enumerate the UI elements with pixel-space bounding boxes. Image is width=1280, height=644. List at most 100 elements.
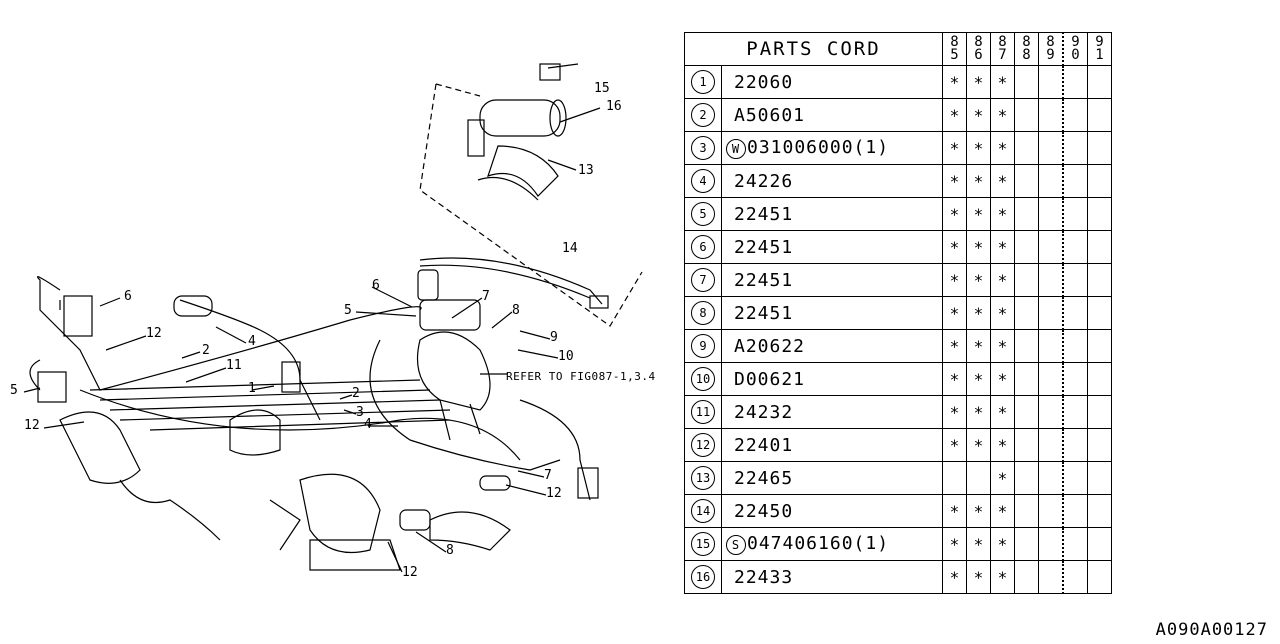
part-code-cell: D00621 <box>721 362 943 396</box>
applicability-empty <box>1014 197 1039 231</box>
part-code-cell: 24232 <box>721 395 943 429</box>
part-code-cell: A20622 <box>721 329 943 363</box>
callout-6: 6 <box>124 289 132 304</box>
applicability-mark: * <box>966 428 991 462</box>
applicability-empty <box>1038 461 1064 495</box>
ref-number: 5 <box>691 202 715 226</box>
part-prefix: W <box>726 139 746 159</box>
part-code-cell: 22451 <box>721 230 943 264</box>
ref-number: 3 <box>691 136 715 160</box>
applicability-mark: * <box>942 131 967 165</box>
applicability-empty <box>1062 263 1088 297</box>
applicability-empty <box>1014 98 1039 132</box>
applicability-mark: * <box>942 560 967 594</box>
callout-6: 6 <box>372 278 380 293</box>
applicability-empty <box>1014 263 1039 297</box>
applicability-mark: * <box>966 65 991 99</box>
applicability-mark: * <box>966 164 991 198</box>
applicability-mark: * <box>942 296 967 330</box>
applicability-empty <box>1014 362 1039 396</box>
part-code: 22451 <box>734 236 794 258</box>
year-digit: 8 <box>950 34 959 50</box>
applicability-empty <box>1087 263 1112 297</box>
diagram-drawing <box>23 63 643 573</box>
applicability-empty <box>1087 131 1112 165</box>
applicability-empty <box>1038 296 1064 330</box>
ref-number-cell: 4 <box>684 164 722 198</box>
applicability-mark: * <box>966 395 991 429</box>
applicability-empty <box>1062 164 1088 198</box>
applicability-mark: * <box>990 560 1015 594</box>
applicability-empty <box>1062 197 1088 231</box>
applicability-empty <box>1062 230 1088 264</box>
ref-number-cell: 1 <box>684 65 722 99</box>
part-code: 22401 <box>734 434 794 456</box>
applicability-mark: * <box>990 98 1015 132</box>
applicability-empty <box>1038 527 1064 561</box>
year-digit: 9 <box>1071 34 1080 50</box>
applicability-empty <box>1038 494 1064 528</box>
applicability-empty <box>1038 197 1064 231</box>
callout-4: 4 <box>248 334 256 349</box>
applicability-empty <box>1087 494 1112 528</box>
callout-12: 12 <box>146 326 162 341</box>
year-digit: 8 <box>974 34 983 50</box>
applicability-mark: * <box>990 164 1015 198</box>
ref-number-cell: 8 <box>684 296 722 330</box>
applicability-mark: * <box>990 263 1015 297</box>
applicability-mark: * <box>990 131 1015 165</box>
callout-12: 12 <box>402 565 418 580</box>
part-code-cell: 24226 <box>721 164 943 198</box>
applicability-empty <box>1062 65 1088 99</box>
applicability-empty <box>1062 494 1088 528</box>
applicability-mark: * <box>990 395 1015 429</box>
applicability-empty <box>1062 98 1088 132</box>
applicability-empty <box>1087 98 1112 132</box>
applicability-empty <box>1062 428 1088 462</box>
applicability-mark: * <box>966 131 991 165</box>
ref-number: 4 <box>691 169 715 193</box>
applicability-empty <box>1038 263 1064 297</box>
year-digit: 9 <box>1046 47 1055 63</box>
applicability-empty <box>942 461 967 495</box>
part-code: 24226 <box>734 170 794 192</box>
callout-14: 14 <box>562 241 578 256</box>
applicability-mark: * <box>966 527 991 561</box>
part-code-cell: 22451 <box>721 263 943 297</box>
applicability-empty <box>1087 164 1112 198</box>
applicability-empty <box>1014 395 1039 429</box>
ref-number: 11 <box>691 400 715 424</box>
part-code-cell: 22451 <box>721 197 943 231</box>
applicability-empty <box>1038 164 1064 198</box>
part-code: 22450 <box>734 500 794 522</box>
applicability-empty <box>1062 395 1088 429</box>
ref-number: 2 <box>691 103 715 127</box>
applicability-mark: * <box>942 263 967 297</box>
ref-number-cell: 11 <box>684 395 722 429</box>
parts-diagram: 15 16 13 14 6 12 2 11 5 12 1 4 2 3 4 6 5… <box>10 63 655 580</box>
part-code-cell: 22451 <box>721 296 943 330</box>
callout-1: 1 <box>248 381 256 396</box>
part-code: 22451 <box>734 203 794 225</box>
applicability-empty <box>1087 461 1112 495</box>
year-digit: 8 <box>1022 47 1031 63</box>
applicability-mark: * <box>990 461 1015 495</box>
applicability-mark: * <box>966 197 991 231</box>
part-code: 22465 <box>734 467 794 489</box>
applicability-mark: * <box>990 527 1015 561</box>
applicability-empty <box>1062 296 1088 330</box>
